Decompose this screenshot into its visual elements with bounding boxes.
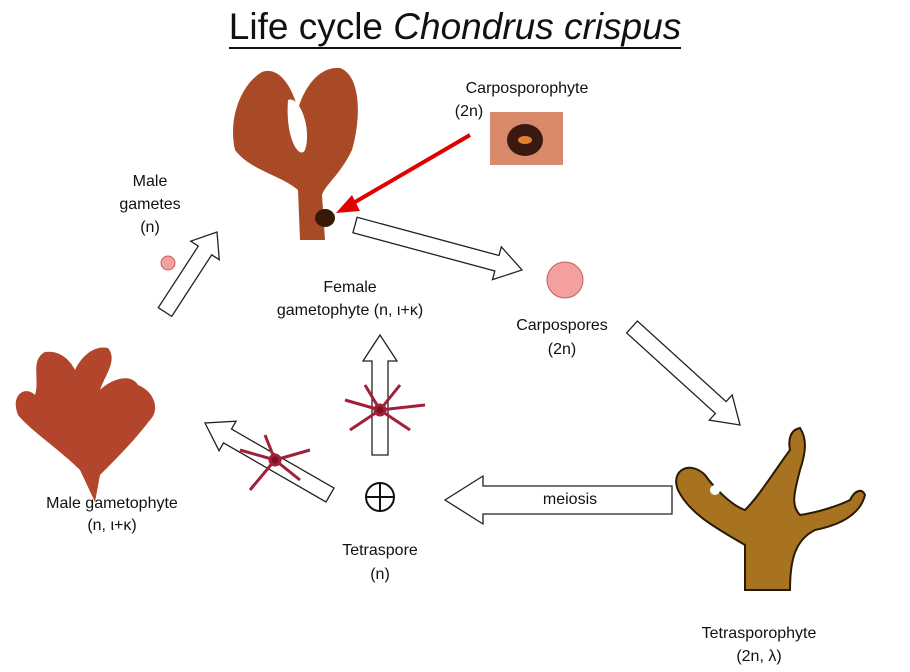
germling-image-1 [344,384,426,432]
tetrasporophyte-image [675,426,867,591]
red-pointer-arrow [348,133,472,207]
male-gamete-circle [160,255,176,271]
male-gametophyte-ploidy: (n, ι+κ) [87,517,137,534]
tetrasporophyte-ploidy: (2n, λ) [736,648,782,665]
tetrasporophyte-label: Tetrasporophyte [701,625,817,642]
carpospores-ploidy: (2n) [547,341,577,358]
germling-image-2 [239,434,311,491]
female-gametophyte-image [233,67,358,241]
arrow-female-to-carpospores [352,216,524,281]
meiosis-label: meiosis [542,491,598,508]
male-gametophyte-image [15,347,156,502]
arrow-meiosis [443,474,673,526]
female-gametophyte-label: Female [323,279,377,296]
title-prefix: Life cycle [228,6,394,49]
male-gametes-label-2: gametes [119,196,181,213]
arrow-carpospores-to-tetrasporophyte [625,320,741,426]
carposporophyte-ploidy: (2n) [454,103,484,120]
title-species: Chondrus crispus [393,6,682,47]
tetraspore-ploidy: (n) [370,566,390,583]
diagram-title: Life cycle Chondrus crispus [0,6,910,49]
carposporophyte-inset-image [490,112,563,165]
tetraspore-symbol [365,482,395,512]
female-gametophyte-label-2: gametophyte (n, ι+κ) [276,302,424,319]
arrow-male-to-female [157,231,221,318]
carpospores-label: Carpospores [516,317,608,334]
arrow-tetraspore-to-female [361,333,399,456]
carpospore-circle [546,261,584,299]
male-gametes-label: Male [132,173,168,190]
male-gametophyte-label: Male gametophyte [46,495,178,512]
male-gametes-ploidy: (n) [140,219,160,236]
tetraspore-label: Tetraspore [342,542,418,559]
red-arrowhead [336,195,360,213]
carposporophyte-label: Carposporophyte [465,80,589,97]
